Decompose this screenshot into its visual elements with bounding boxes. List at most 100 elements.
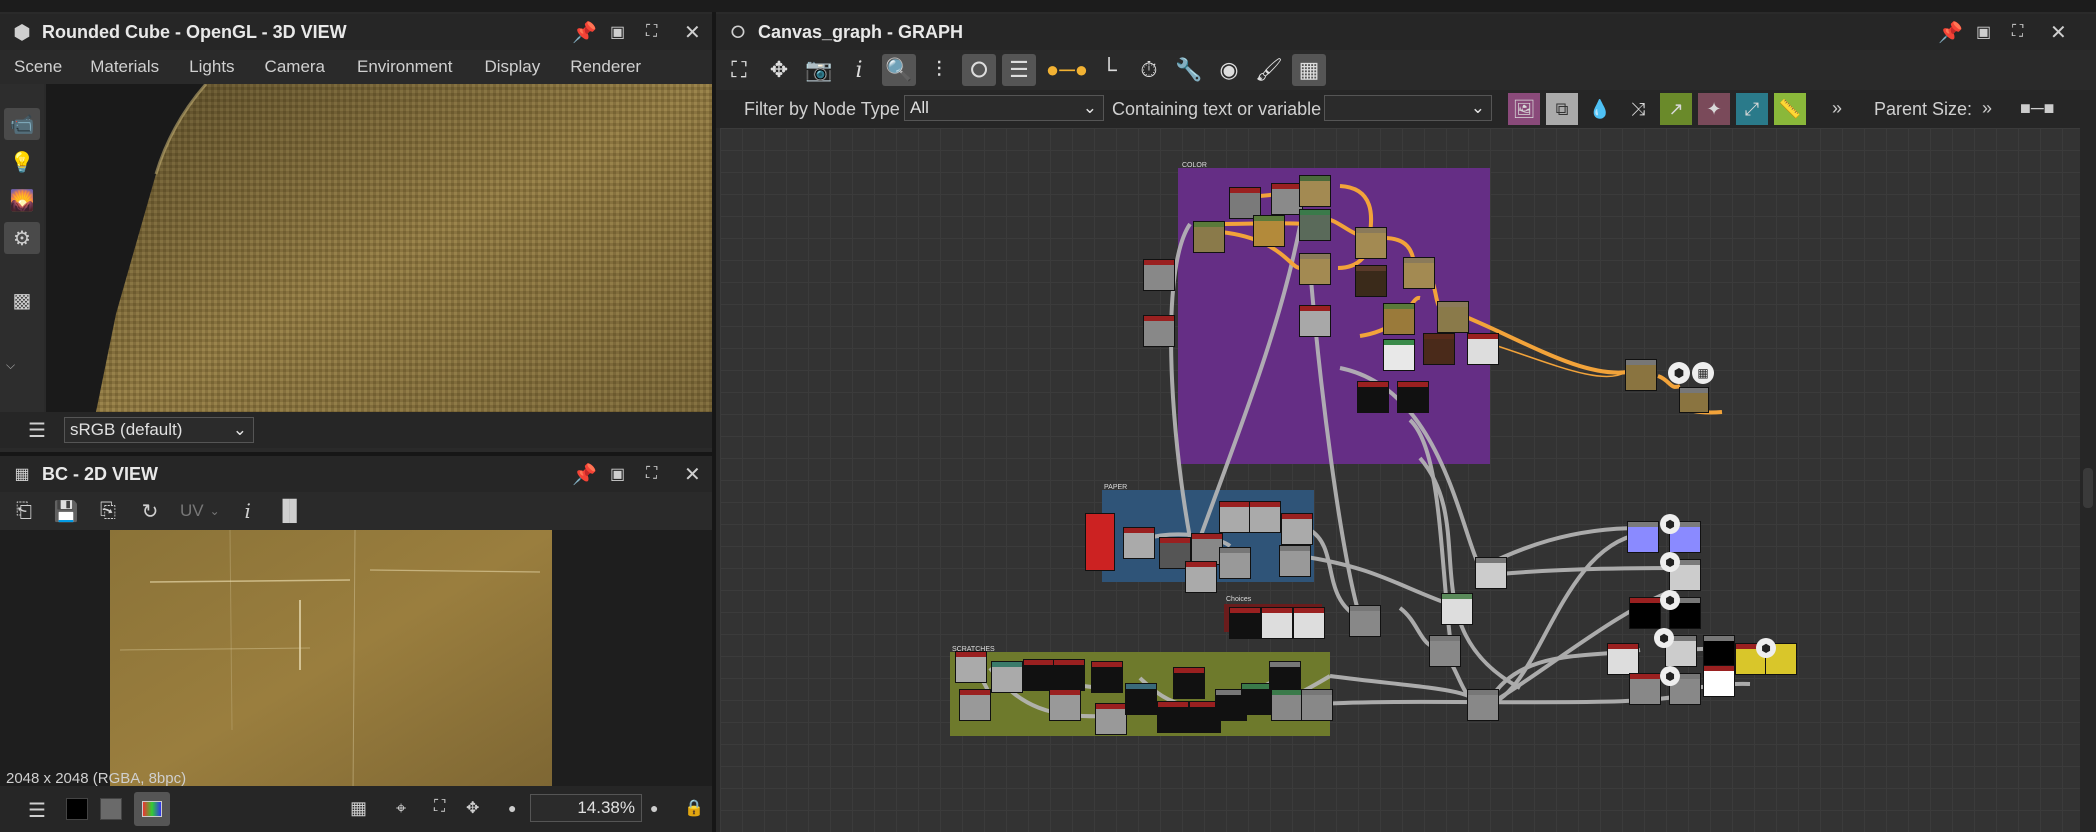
maximize-icon[interactable]: ⛶: [646, 23, 658, 40]
graph-node[interactable]: [1220, 548, 1250, 578]
lock-icon[interactable]: 🔒: [684, 800, 704, 817]
search-icon[interactable]: 🔍: [882, 54, 916, 86]
graph-node[interactable]: [956, 652, 986, 682]
menu-renderer[interactable]: Renderer: [570, 57, 642, 76]
filter-image-icon[interactable]: 🖼: [1508, 93, 1540, 125]
graph-node[interactable]: [1272, 690, 1302, 720]
graph-node[interactable]: [1186, 562, 1216, 592]
maximize-icon[interactable]: ⛶: [646, 465, 658, 482]
light-bulb-icon[interactable]: 💡: [9, 151, 35, 174]
layers-icon[interactable]: ☰: [28, 800, 46, 822]
graph-node[interactable]: [1300, 306, 1330, 336]
preview-icon[interactable]: ◉: [1219, 57, 1239, 82]
graph-node[interactable]: [960, 690, 990, 720]
graph-node[interactable]: [1476, 558, 1506, 588]
black-swatch-icon[interactable]: [66, 798, 88, 820]
graph-node[interactable]: [1280, 546, 1310, 576]
copy-icon[interactable]: ⎘: [100, 499, 116, 522]
hierarchy-icon[interactable]: ⭘: [962, 54, 996, 86]
close-icon[interactable]: ✕: [684, 21, 701, 44]
frame-all-icon[interactable]: ⛶: [731, 57, 747, 82]
connector-icon[interactable]: ■─■: [2020, 98, 2055, 118]
graph-node[interactable]: [1384, 304, 1414, 334]
graph-node[interactable]: [1424, 334, 1454, 364]
graph-node[interactable]: [1126, 684, 1156, 714]
filter-drop-icon[interactable]: 💧: [1588, 98, 1612, 119]
graph-node[interactable]: [1086, 514, 1114, 570]
graph-node[interactable]: [1054, 660, 1084, 690]
export-icon[interactable]: ⎗: [16, 499, 32, 522]
graph-node[interactable]: [1430, 636, 1460, 666]
graph-node[interactable]: [1190, 702, 1220, 732]
display-settings-icon[interactable]: ⚙: [4, 222, 40, 254]
graph-node[interactable]: [1356, 266, 1386, 296]
zoom-out-icon[interactable]: ●: [508, 800, 517, 816]
graph-node[interactable]: [1282, 514, 1312, 544]
zoom-input[interactable]: 14.38%: [530, 794, 642, 822]
graph-node[interactable]: [1704, 666, 1734, 696]
graph-node[interactable]: [1630, 598, 1660, 628]
align-icon[interactable]: ⫶: [936, 57, 942, 82]
graph-scrollbar[interactable]: [2080, 128, 2096, 832]
grid-icon[interactable]: ▦: [350, 798, 368, 818]
graph-node[interactable]: [1442, 594, 1472, 624]
graph-node[interactable]: [1272, 184, 1302, 214]
pivot-icon[interactable]: ⌖: [396, 798, 407, 818]
graph-node[interactable]: [1270, 662, 1300, 692]
fit-icon[interactable]: ⛶: [434, 798, 446, 815]
close-icon[interactable]: ✕: [684, 463, 701, 486]
grid-snap-icon[interactable]: ▦: [1292, 54, 1326, 86]
view2d-viewport[interactable]: 2048 x 2048 (RGBA, 8bpc): [0, 530, 712, 794]
graph-node[interactable]: [1438, 302, 1468, 332]
menu-scene[interactable]: Scene: [14, 57, 63, 76]
view3d-viewport[interactable]: [46, 84, 712, 412]
graph-node[interactable]: [1144, 316, 1174, 346]
graph-node[interactable]: [1356, 228, 1386, 258]
menu-materials[interactable]: Materials: [90, 57, 160, 76]
uv-toggle[interactable]: UV: [180, 501, 204, 520]
panel-divider[interactable]: [0, 452, 712, 456]
graph-node[interactable]: [1254, 216, 1284, 246]
brush-icon[interactable]: 🖌: [1255, 57, 1283, 82]
menu-lights[interactable]: Lights: [189, 57, 235, 76]
graph-node[interactable]: [1092, 662, 1122, 692]
link-icon[interactable]: ●─●: [1045, 57, 1089, 82]
graph-node[interactable]: [1680, 388, 1708, 412]
chevron-down-icon[interactable]: ⌄: [209, 504, 220, 518]
graph-node[interactable]: [1404, 258, 1434, 288]
move-icon[interactable]: ✥: [466, 800, 480, 817]
graph-node[interactable]: [1194, 222, 1224, 252]
screenshot-icon[interactable]: 📷: [805, 57, 833, 82]
filter-transform-icon[interactable]: ⤢: [1736, 93, 1768, 125]
graph-node[interactable]: [1250, 502, 1280, 532]
graph-node[interactable]: [1350, 606, 1380, 636]
filter-ruler-icon[interactable]: 📏: [1774, 93, 1806, 125]
menu-display[interactable]: Display: [484, 57, 541, 76]
containing-input[interactable]: ⌄: [1324, 95, 1492, 121]
graph-node[interactable]: [1024, 660, 1054, 690]
graph-node[interactable]: [1158, 702, 1188, 732]
graph-node[interactable]: [1300, 210, 1330, 240]
graph-node[interactable]: [1192, 534, 1222, 564]
more-icon[interactable]: »: [1832, 98, 1843, 118]
graph-node[interactable]: [1160, 538, 1190, 568]
graph-node[interactable]: [1294, 608, 1324, 638]
filter-fx-icon[interactable]: ✦: [1698, 93, 1730, 125]
maximize-icon[interactable]: ⛶: [2012, 23, 2024, 40]
graph-node[interactable]: [1704, 636, 1734, 666]
graph-node[interactable]: [1230, 608, 1260, 638]
graph-node[interactable]: [1262, 608, 1292, 638]
graph-node[interactable]: [992, 662, 1022, 692]
graph-node[interactable]: [1384, 340, 1414, 370]
zoom-in-icon[interactable]: ●: [650, 800, 659, 816]
graph-node[interactable]: [1670, 598, 1700, 628]
wire-icon[interactable]: └: [1101, 57, 1117, 82]
layers-icon[interactable]: ☰: [28, 420, 46, 442]
menu-camera[interactable]: Camera: [264, 57, 326, 76]
graph-node[interactable]: [1230, 188, 1260, 218]
filter-layers-icon[interactable]: ⧉: [1546, 93, 1578, 125]
graph-node[interactable]: [1626, 360, 1656, 390]
graph-node[interactable]: [1468, 334, 1498, 364]
pin-icon[interactable]: 📌: [572, 463, 597, 486]
graph-node[interactable]: [1630, 674, 1660, 704]
